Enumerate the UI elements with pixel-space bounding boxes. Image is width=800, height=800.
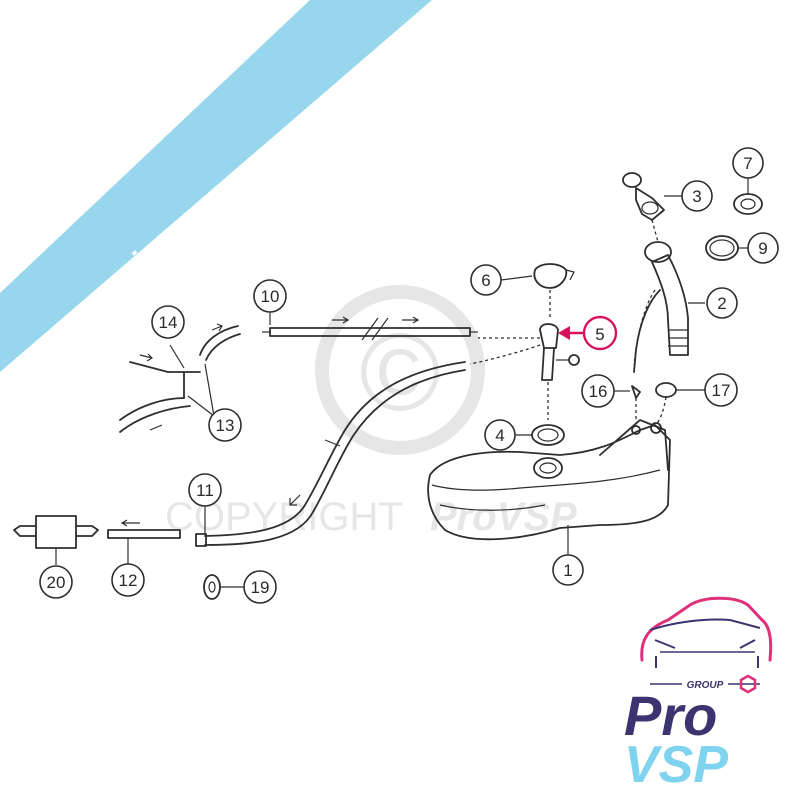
callout-9-label: 9 [758, 239, 767, 258]
callout-4-label: 4 [495, 426, 504, 445]
hose-11 [195, 361, 466, 547]
callout-7-label: 7 [743, 154, 752, 173]
logo-group-text: GROUP [687, 680, 724, 691]
pump-assembly [469, 263, 580, 420]
callout-5: 5 [558, 315, 618, 351]
callout-16: 16 [581, 374, 630, 408]
copyright-symbol: © [359, 311, 440, 434]
grommet-19 [203, 574, 244, 600]
connector-20 [13, 515, 99, 565]
callout-10-label: 10 [261, 287, 280, 306]
copyright-brand: ProVSP [430, 495, 577, 539]
callout-6-label: 6 [481, 271, 490, 290]
callout-7: 7 [732, 147, 764, 194]
callout-14: 14 [151, 305, 185, 339]
logo-vsp-text: VSP [624, 736, 728, 794]
callout-12: 12 [111, 563, 145, 597]
callout-11-label: 11 [196, 481, 214, 500]
callout-1: 1 [552, 554, 584, 586]
filler-cap [622, 172, 682, 243]
callout-16-label: 16 [589, 382, 608, 401]
callout-2: 2 [706, 287, 738, 319]
logo-pro-text: Pro [624, 684, 717, 747]
callout-10: 10 [253, 279, 287, 313]
provsp-logo: GROUP Pro VSP [624, 596, 773, 794]
clip-16 [631, 385, 641, 420]
hex-bolt-icon [739, 674, 757, 694]
clamp-17 [655, 382, 705, 426]
callout-11: 11 [188, 473, 222, 534]
banner-ribbon [0, 0, 432, 372]
reservoir-tank [427, 419, 671, 556]
seal-ring-4 [531, 424, 565, 446]
callout-19: 19 [243, 570, 277, 604]
callout-1-label: 1 [563, 561, 572, 580]
callout-2-label: 2 [717, 294, 726, 313]
callout-13-label: 13 [216, 416, 235, 435]
callout-20: 20 [39, 565, 73, 599]
callout-13: 13 [208, 408, 242, 442]
callout-4: 4 [484, 419, 532, 451]
callout-5-label: 5 [595, 325, 604, 344]
callout-3: 3 [681, 180, 713, 212]
callout-14-label: 14 [159, 313, 178, 332]
callout-9: 9 [738, 232, 779, 264]
callout-3-label: 3 [692, 187, 701, 206]
filler-neck [633, 241, 705, 373]
tube-12 [107, 519, 181, 565]
tube-10 [262, 312, 478, 341]
callout-19-label: 19 [251, 578, 270, 597]
car-outline [640, 596, 773, 662]
callout-6: 6 [470, 264, 533, 296]
t-piece-13 [119, 323, 241, 433]
callout-20-label: 20 [47, 573, 66, 592]
callout-17-label: 17 [712, 381, 731, 400]
washer-7 [733, 193, 763, 215]
callout-17: 17 [704, 373, 738, 407]
o-ring-9 [705, 235, 739, 261]
callout-12-label: 12 [119, 571, 138, 590]
